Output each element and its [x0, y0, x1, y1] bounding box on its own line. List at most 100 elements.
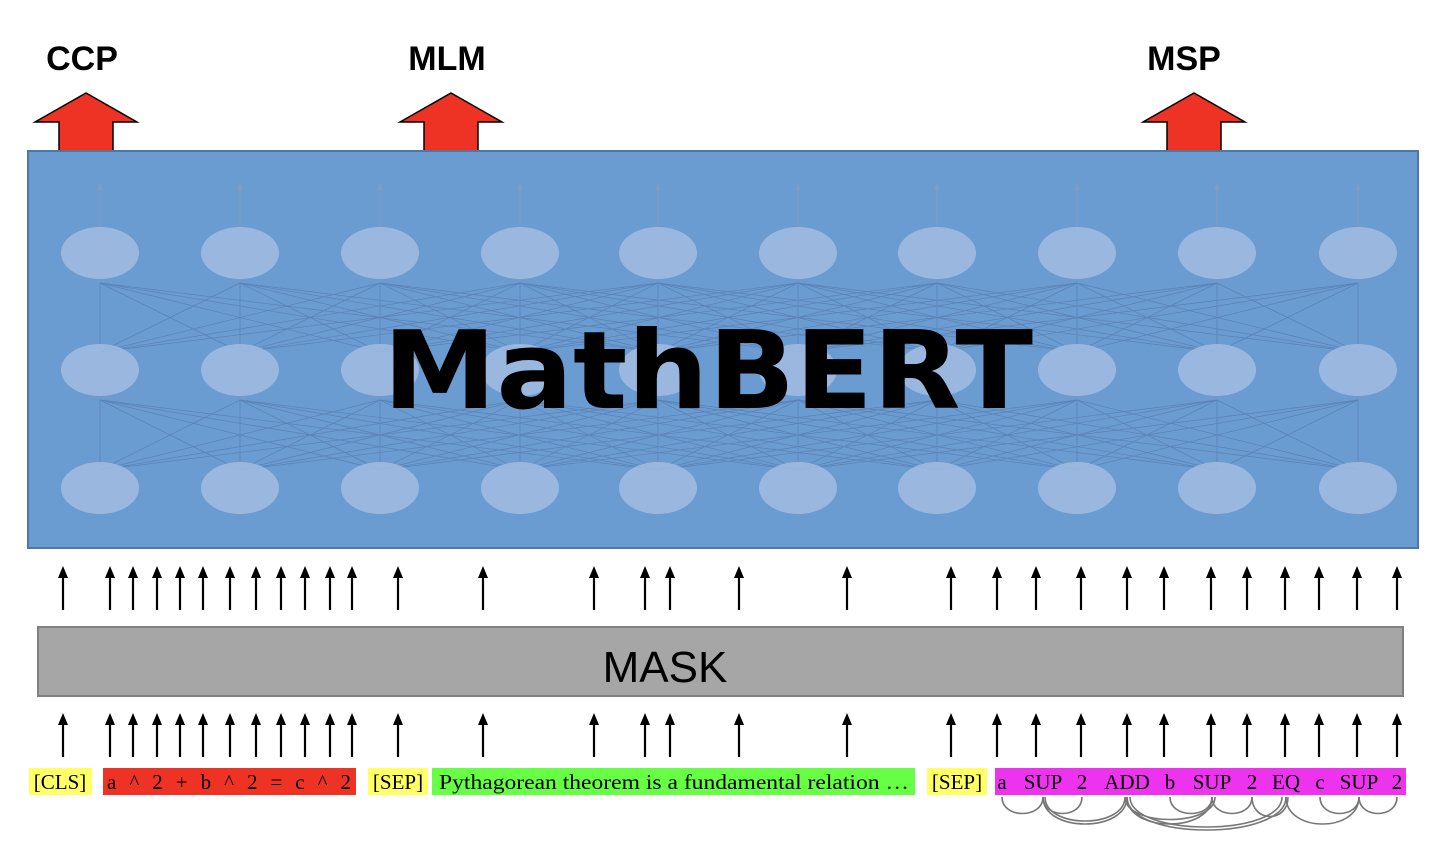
node	[759, 227, 837, 279]
opt-arc	[1358, 796, 1398, 815]
node	[898, 462, 976, 514]
input-arrow-head	[152, 713, 162, 725]
node	[1319, 344, 1397, 396]
input-arrow-head	[1206, 566, 1216, 578]
input-arrow-head	[300, 713, 310, 725]
head-label-ccp: CCP	[46, 40, 118, 78]
input-arrows-upper	[58, 566, 1402, 610]
input-arrow-head	[198, 713, 208, 725]
token-formula: a ^ 2 + b ^ 2 = c ^ 2	[107, 770, 351, 794]
head-label-msp: MSP	[1147, 40, 1221, 78]
node	[1319, 462, 1397, 514]
input-arrow-head	[1280, 566, 1290, 578]
node	[481, 462, 559, 514]
node	[201, 227, 279, 279]
input-arrow-head	[1031, 566, 1041, 578]
input-arrow-head	[251, 566, 261, 578]
opt-arc	[1129, 796, 1283, 828]
node	[619, 227, 697, 279]
input-arrow-head	[58, 566, 68, 578]
node	[201, 462, 279, 514]
input-arrow-head	[393, 566, 403, 578]
input-arrow-head	[1242, 566, 1252, 578]
head-arrow-msp	[1140, 92, 1248, 153]
opt-token: 2	[1247, 770, 1258, 794]
input-arrow-head	[1392, 713, 1402, 725]
token-context: Pythagorean theorem is a fundamental rel…	[439, 770, 909, 794]
input-arrow-head	[1314, 566, 1324, 578]
input-arrow-head	[1031, 713, 1041, 725]
input-arrow-head	[1122, 566, 1132, 578]
input-arrow-head	[946, 713, 956, 725]
input-arrow-head	[1352, 566, 1362, 578]
input-arrow-head	[1122, 713, 1132, 725]
input-arrow-head	[198, 566, 208, 578]
opt-token: c	[1315, 770, 1324, 794]
node-connections	[99, 282, 1359, 471]
input-arrow-head	[1280, 713, 1290, 725]
opt-arc	[1126, 796, 1287, 831]
input-arrow-head	[1159, 566, 1169, 578]
input-arrow-head	[665, 566, 675, 578]
token-sep2: [SEP]	[932, 770, 982, 794]
input-arrow-head	[128, 713, 138, 725]
token-sep1: [SEP]	[373, 770, 423, 794]
node	[61, 462, 139, 514]
input-arrow-head	[276, 566, 286, 578]
input-arrow-head	[276, 713, 286, 725]
opt-arc	[1285, 796, 1360, 825]
token-opt-box	[995, 768, 1406, 795]
input-arrow-head	[992, 566, 1002, 578]
input-arrow-head	[300, 566, 310, 578]
opt-token: EQ	[1272, 770, 1300, 794]
opt-token: SUP	[1193, 770, 1232, 794]
input-arrow-head	[325, 713, 335, 725]
token-row: [CLS] a ^ 2 + b ^ 2 = c ^ 2 [SEP] Pythag…	[29, 768, 1406, 795]
node	[1038, 462, 1116, 514]
input-arrow-head	[347, 566, 357, 578]
node	[341, 227, 419, 279]
token-cls: [CLS]	[34, 770, 87, 794]
token-cls-box	[29, 768, 92, 795]
node	[201, 344, 279, 396]
token-context-box	[432, 768, 915, 795]
mask-label: MASK	[603, 643, 728, 692]
input-arrow-head	[152, 566, 162, 578]
input-arrow-head	[1314, 713, 1324, 725]
opt-arc	[1251, 796, 1289, 818]
input-arrow-head	[1352, 713, 1362, 725]
input-arrow-head	[734, 713, 744, 725]
transformer-network	[61, 182, 1397, 514]
node	[619, 344, 697, 396]
input-arrow-head	[1206, 713, 1216, 725]
node	[341, 462, 419, 514]
input-arrow-head	[992, 713, 1002, 725]
opt-arc	[1001, 796, 1044, 815]
opt-token: ADD	[1104, 770, 1150, 794]
node	[898, 344, 976, 396]
input-arrow-head	[478, 713, 488, 725]
input-arrow-head	[842, 566, 852, 578]
input-arrow-head	[478, 566, 488, 578]
input-arrow-head	[665, 713, 675, 725]
head-arrow-ccp	[32, 92, 140, 153]
opt-token: b	[1165, 770, 1176, 794]
input-arrow-head	[325, 566, 335, 578]
input-arrow-head	[105, 566, 115, 578]
node	[61, 227, 139, 279]
mask-bar	[37, 626, 1404, 697]
opt-token: 2	[1392, 770, 1403, 794]
opt-arc	[1211, 796, 1253, 815]
input-arrow-head	[175, 713, 185, 725]
opt-token: a	[997, 770, 1007, 794]
token-sep2-box	[927, 768, 987, 795]
input-arrow-head	[1076, 713, 1086, 725]
input-arrows-lower	[58, 713, 1402, 757]
opt-arc	[1319, 796, 1360, 815]
input-arrow-head	[1242, 713, 1252, 725]
input-arrow-head	[105, 713, 115, 725]
model-title: MathBERT	[383, 309, 1033, 434]
node	[1319, 227, 1397, 279]
opt-token: 2	[1077, 770, 1088, 794]
